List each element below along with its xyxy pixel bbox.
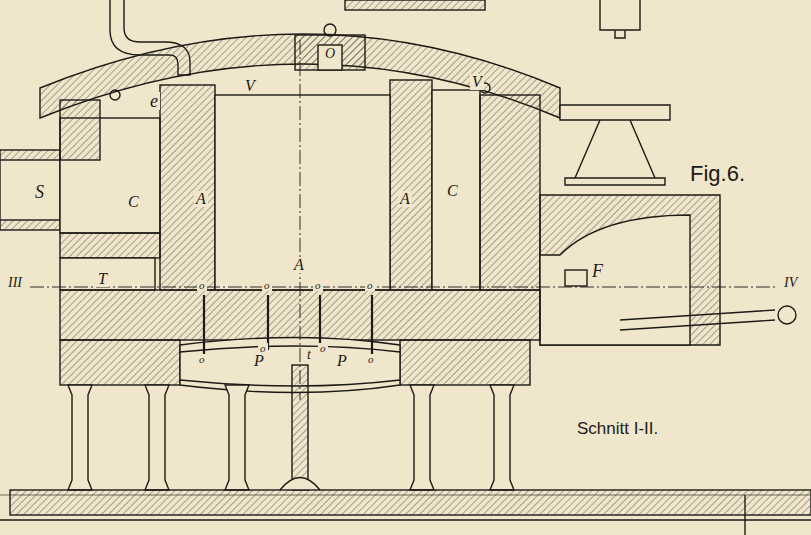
hole-mark: o bbox=[197, 354, 207, 365]
part-letter: P bbox=[252, 353, 266, 369]
figure-number: Fig.6. bbox=[688, 163, 747, 185]
part-letter: O bbox=[323, 47, 337, 61]
part-letter: C bbox=[445, 183, 460, 199]
part-letter: F bbox=[590, 262, 605, 280]
part-letter: A bbox=[292, 257, 306, 273]
part-letter: S bbox=[33, 183, 46, 201]
part-letter: A bbox=[398, 191, 412, 207]
part-letter: C bbox=[126, 194, 141, 210]
part-letter: T bbox=[96, 271, 109, 287]
section-mark: III bbox=[6, 276, 24, 290]
part-letter: e bbox=[148, 92, 160, 110]
hole-mark: o bbox=[197, 280, 207, 291]
hole-mark: o bbox=[318, 343, 328, 354]
part-letter: V bbox=[243, 78, 257, 94]
part-letter: t bbox=[305, 348, 313, 362]
part-letter: V bbox=[470, 74, 484, 90]
hole-mark: o bbox=[262, 280, 272, 291]
hole-mark: o bbox=[365, 280, 375, 291]
part-letter: A bbox=[194, 191, 208, 207]
section-mark: IV bbox=[782, 276, 799, 290]
part-letter: P bbox=[335, 353, 349, 369]
hole-mark: o bbox=[366, 354, 376, 365]
section-caption: Schnitt I-II. bbox=[575, 420, 660, 437]
hole-mark: o bbox=[313, 280, 323, 291]
